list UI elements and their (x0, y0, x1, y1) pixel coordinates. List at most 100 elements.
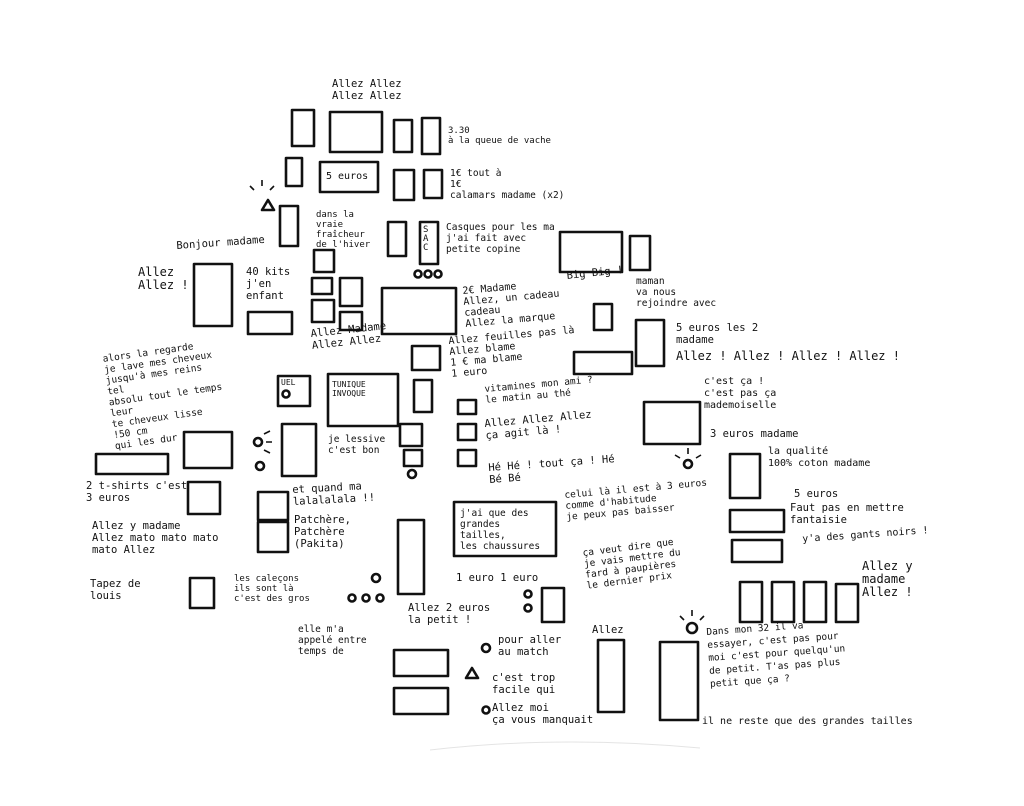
annotation: SAC (423, 225, 429, 253)
annotation: 3.30 à la queue de vache (448, 126, 551, 146)
stall-box (834, 582, 860, 624)
stall-box (182, 430, 234, 470)
stall-box (396, 518, 426, 596)
stall-box (392, 686, 450, 716)
annotation: Allez Allez Allez Allez (332, 78, 402, 102)
annotation: 5 euros les 2 madame (676, 322, 759, 346)
stall-box (290, 108, 316, 148)
annotation: Casques pour les ma j'ai fait avec petit… (446, 222, 555, 255)
stall-box (386, 220, 408, 258)
stall-box (188, 576, 216, 610)
annotation: maman va nous rejoindre avec (636, 276, 717, 309)
stall-box (284, 156, 304, 188)
ring-marks (252, 269, 699, 715)
stall-box (642, 400, 702, 446)
stall-box (186, 480, 222, 516)
stall-box (402, 448, 424, 468)
stall-box (338, 310, 364, 332)
stall-box (540, 586, 566, 624)
annotation: UEL (281, 378, 296, 387)
annotation: Allez Allez ! (138, 265, 189, 292)
stall-box (278, 204, 300, 248)
stall-box (456, 448, 478, 468)
stall-box (456, 422, 478, 442)
stall-box (572, 350, 634, 376)
annotation: 2 t-shirts c'est 3 euros (86, 480, 188, 504)
stall-box (392, 168, 416, 202)
stall-box (94, 452, 170, 476)
stall-box (728, 508, 786, 534)
annotation: 5 euros (794, 488, 839, 500)
annotation: Faut pas en mettre fantaisie (790, 502, 904, 526)
annotation: Allez (592, 624, 624, 636)
sac-box (418, 220, 440, 266)
annotation: elle m'a appelé entre temps de (298, 624, 367, 657)
annotation: la qualité 100% coton madame (768, 446, 871, 469)
stall-box (192, 262, 234, 328)
triangle-marks (260, 198, 480, 680)
annotation: 40 kits j'en enfant (246, 266, 291, 302)
tunique-box (326, 372, 400, 428)
stall-box (738, 580, 764, 624)
annotation: alors la regarde je lave mes cheveux jus… (102, 341, 223, 453)
stall-box (312, 248, 336, 274)
annotation: il ne reste que des grandes tailles (702, 716, 913, 727)
annotation: 5 euros (326, 171, 369, 182)
stall-box (328, 110, 384, 154)
annotation: Allez ! Allez ! Allez ! Allez ! (676, 349, 900, 363)
stall-box (634, 318, 666, 368)
stall-box (770, 580, 796, 624)
stall-box (558, 230, 624, 274)
annotation: 1€ tout à 1€ calamars madame (x2) (450, 168, 565, 201)
stall-box (318, 160, 380, 194)
stall-box (658, 640, 700, 722)
annotation: c'est trop facile qui (492, 672, 556, 696)
uel-box (276, 374, 312, 408)
stall-box (420, 116, 442, 156)
stall-box (410, 344, 442, 372)
stall-box (398, 422, 424, 448)
paper-crease (429, 741, 701, 751)
stall-box (392, 648, 450, 678)
stall-box (310, 276, 334, 296)
stall-box (422, 168, 444, 200)
annotation: Allez y madame Allez ! (862, 559, 913, 599)
stall-box (592, 302, 614, 332)
stall-box (802, 580, 828, 624)
annotation: TUNIQUE INVOQUE (332, 380, 366, 398)
stall-box (628, 234, 652, 272)
annotation: dans la vraie fraîcheur de l'hiver (316, 210, 371, 250)
annotation: c'est ça ! c'est pas ça mademoiselle (704, 376, 777, 411)
annotation: et quand ma lalalalala !! (292, 480, 376, 508)
annotation: Patchère, Patchère (Pakita) (294, 514, 351, 550)
stall-box (730, 538, 784, 564)
chaussures-box (452, 500, 558, 558)
stall-box (596, 638, 626, 714)
stall-box (246, 310, 294, 336)
stall-box (280, 422, 318, 478)
stall-box (380, 286, 458, 336)
stall-box (256, 490, 290, 522)
lamp-rays (249, 180, 705, 621)
stall-box (456, 398, 478, 416)
annotation: 2€ Madame Allez, un cadeau cadeau Allez … (462, 281, 560, 330)
stall-box (310, 298, 336, 324)
stall-box (256, 520, 290, 554)
annotation: Allez moi ça vous manquait (492, 702, 594, 726)
stall-box (392, 118, 414, 154)
annotation: pour aller au match (498, 634, 562, 658)
annotation: les caleçons ils sont là c'est des gros (234, 574, 310, 604)
annotation: 3 euros madame (710, 428, 799, 440)
annotation: j'ai que des grandes tailles, les chauss… (460, 508, 541, 552)
stall-box (728, 452, 762, 500)
annotation: Tapez de louis (90, 578, 141, 602)
stall-box (338, 276, 364, 308)
annotation: je lessive c'est bon (328, 434, 386, 456)
annotation: 1 euro 1 euro (456, 572, 539, 584)
stall-box (412, 378, 434, 414)
annotation: Allez 2 euros la petit ! (408, 602, 491, 626)
annotation: Allez y madame Allez mato mato mato mato… (92, 520, 219, 556)
annotation: Dans mon 32 il va essayer, c'est pas pou… (706, 620, 846, 690)
